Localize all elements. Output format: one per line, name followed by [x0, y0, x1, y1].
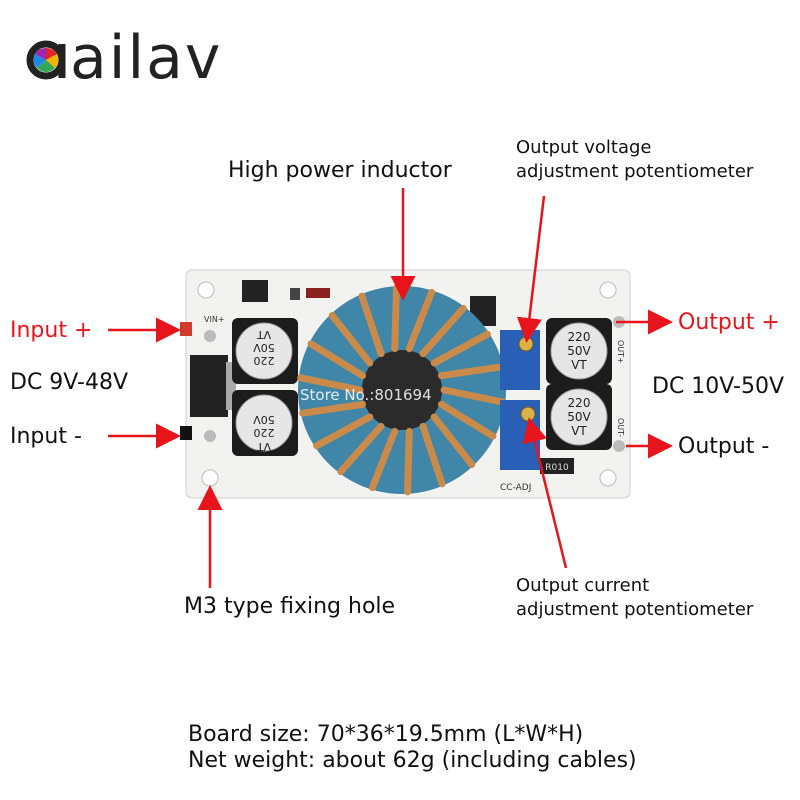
spec-net-weight: Net weight: about 62g (including cables): [188, 748, 637, 773]
svg-text:CC-ADJ: CC-ADJ: [500, 483, 531, 493]
input-minus-terminal: [180, 426, 192, 440]
svg-text:VT: VT: [571, 424, 587, 438]
inductor-winding: [297, 374, 364, 394]
label-input-minus: Input -: [10, 424, 82, 449]
label-input-range: DC 9V-48V: [10, 370, 129, 395]
output-capacitor-bottom: 220 50V VT: [546, 384, 612, 450]
label-input-plus: Input +: [10, 318, 93, 343]
label-inductor: High power inductor: [228, 158, 452, 183]
inductor-winding: [358, 292, 385, 358]
inductor-winding: [337, 422, 385, 476]
watermark: Store No.:801694: [300, 386, 432, 404]
voltage-pot-body: [500, 330, 540, 390]
inductor-winding: [440, 386, 507, 406]
svg-text:220: 220: [568, 330, 591, 344]
label-output-range: DC 10V-50V: [652, 374, 785, 399]
label-voltage-pot: Output voltage adjustment potentiometer: [516, 137, 754, 182]
svg-text:50V: 50V: [567, 344, 591, 358]
voltage-pot-screw: [518, 336, 534, 352]
svg-text:220: 220: [568, 396, 591, 410]
inductor-winding: [391, 284, 400, 353]
inductor-winding: [307, 340, 367, 380]
inductor-winding: [313, 413, 374, 450]
fixing-hole-top-right: [599, 281, 617, 299]
svg-text:OUT-: OUT-: [616, 418, 625, 437]
svg-text:OUT+: OUT+: [616, 340, 625, 364]
arrow-voltage-pot: [516, 195, 546, 343]
input-plus-terminal: [180, 322, 192, 336]
arrow-current-pot: [522, 417, 568, 569]
svg-text:VIN+: VIN+: [204, 315, 225, 324]
label-output-plus: Output +: [678, 310, 780, 335]
brand-name: ailavi: [70, 23, 224, 88]
inductor-winding: [430, 413, 476, 468]
input-capacitor-bottom: 220 50V VT: [232, 390, 298, 456]
inductor-winding: [419, 304, 467, 358]
label-current-pot: Output current adjustment potentiometer: [516, 575, 754, 620]
inductor-winding: [437, 363, 505, 380]
fixing-hole-bottom-right: [599, 469, 617, 487]
inductor-winding: [368, 427, 399, 492]
svg-text:R010: R010: [545, 463, 569, 473]
input-capacitor-top: 220 50V VT: [232, 318, 298, 384]
schottky-diode: [190, 355, 228, 417]
high-power-inductor: [297, 284, 507, 496]
logo-color-wheel-icon: [26, 40, 66, 80]
inductor-winding: [419, 422, 446, 488]
current-pot-screw: [520, 406, 536, 422]
svg-text:VT: VT: [257, 328, 272, 341]
inductor-winding: [404, 427, 413, 496]
svg-text:VT: VT: [257, 440, 272, 453]
inductor-winding: [299, 400, 367, 417]
inductor-winding: [430, 330, 491, 367]
svg-text:50V: 50V: [567, 410, 591, 424]
svg-text:220: 220: [254, 354, 275, 367]
svg-text:VT: VT: [571, 358, 587, 372]
svg-text:220: 220: [254, 426, 275, 439]
svg-text:50V: 50V: [253, 341, 275, 354]
output-capacitor-top: 220 50V VT: [546, 318, 612, 384]
specs-block: Board size: 70*36*19.5mm (L*W*H) Net wei…: [188, 722, 637, 774]
fixing-hole-bottom-left: [201, 469, 219, 487]
spec-board-size: Board size: 70*36*19.5mm (L*W*H): [188, 722, 584, 747]
inductor-winding: [405, 288, 436, 353]
brand-logo: ailavi: [24, 8, 239, 93]
inductor-winding: [437, 400, 497, 440]
fixing-hole-top-left: [197, 281, 215, 299]
svg-text:50V: 50V: [253, 413, 275, 426]
label-output-minus: Output -: [678, 434, 770, 459]
inductor-winding: [328, 312, 374, 367]
label-fixing-hole: M3 type fixing hole: [184, 594, 396, 619]
